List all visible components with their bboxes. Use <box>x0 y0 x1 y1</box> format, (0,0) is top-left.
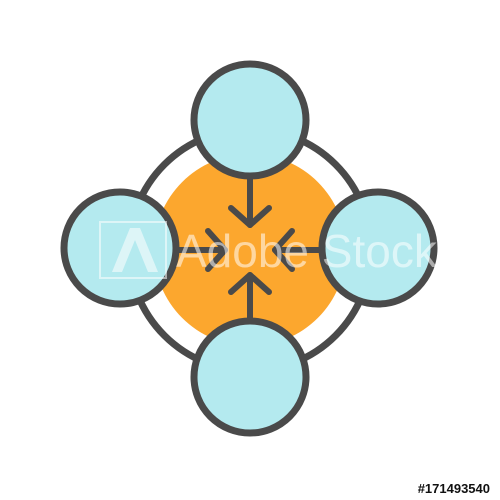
bottom-node-circle-icon <box>190 317 310 437</box>
top-node-circle-icon <box>190 60 310 180</box>
adobe-logo-mark <box>99 221 167 279</box>
left-node-circle-icon <box>60 188 180 308</box>
right-node-circle-icon <box>318 188 438 308</box>
stock-id-label: #171493540 <box>417 481 490 496</box>
center-disc <box>154 154 346 346</box>
